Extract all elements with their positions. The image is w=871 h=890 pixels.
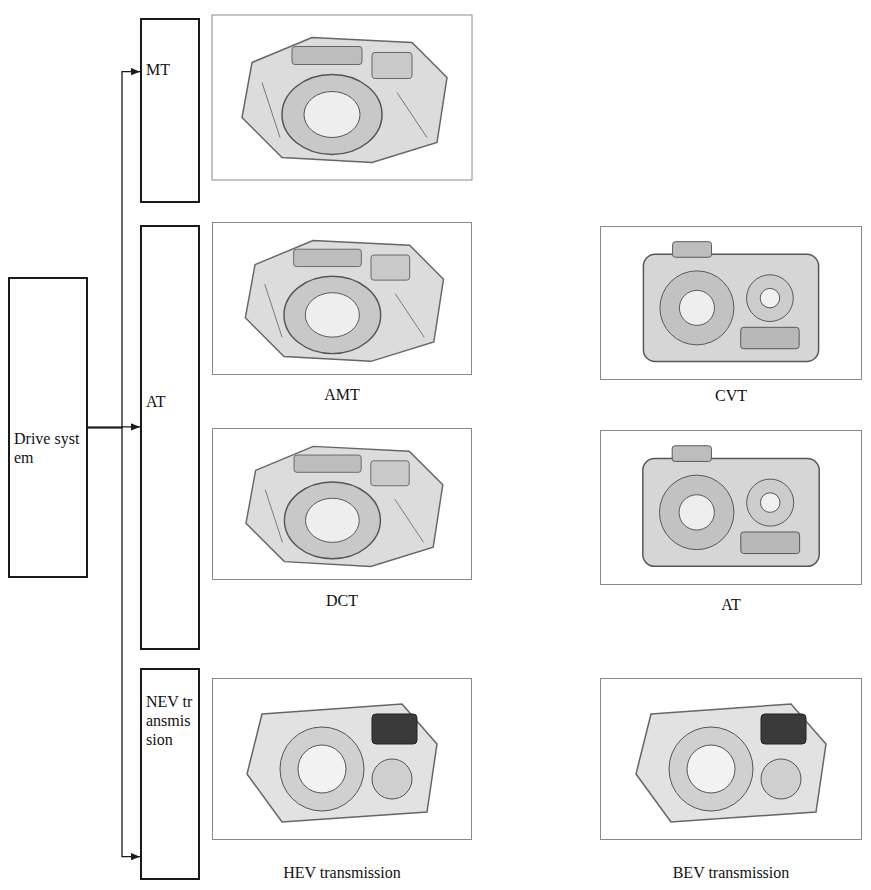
box-label: MT	[146, 60, 195, 79]
caption-holder: DCT	[173, 591, 511, 610]
bev-illustration	[636, 704, 826, 822]
category-box: AT	[140, 225, 200, 650]
image-frame: DCT	[212, 428, 472, 580]
category-box: NEV transmission	[140, 668, 200, 880]
box-label: Drive system	[14, 429, 83, 467]
box-label: NEV transmission	[146, 692, 195, 750]
at-illustration	[643, 446, 819, 567]
cvt-illustration	[643, 242, 818, 362]
hev-illustration	[247, 704, 437, 822]
image-frame: CVT	[600, 226, 862, 380]
caption-holder: HEV transmission	[173, 863, 511, 882]
image-frame: AMT	[212, 222, 472, 375]
image-frame: HEV transmission	[212, 678, 472, 840]
caption-holder: AT	[561, 595, 871, 614]
image-caption: BEV transmission	[673, 863, 790, 882]
category-box: MT	[140, 18, 200, 203]
caption-holder: AMT	[173, 385, 511, 404]
image-frame: AT	[600, 430, 862, 585]
amt-illustration	[245, 241, 443, 362]
system-box: Drive system	[8, 277, 88, 578]
box-label: AT	[146, 392, 195, 411]
branch-arrow	[88, 72, 140, 428]
image-caption: HEV transmission	[283, 863, 400, 882]
image-frame	[212, 15, 472, 180]
image-caption: DCT	[326, 591, 358, 610]
image-caption: CVT	[715, 386, 747, 405]
dct-illustration	[246, 446, 443, 566]
caption-holder: CVT	[561, 386, 871, 405]
branch-arrow	[88, 428, 140, 857]
image-caption: AT	[721, 595, 741, 614]
mt-illustration	[242, 38, 447, 163]
caption-holder: BEV transmission	[561, 863, 871, 882]
image-caption: AMT	[324, 385, 360, 404]
image-frame: BEV transmission	[600, 678, 862, 840]
